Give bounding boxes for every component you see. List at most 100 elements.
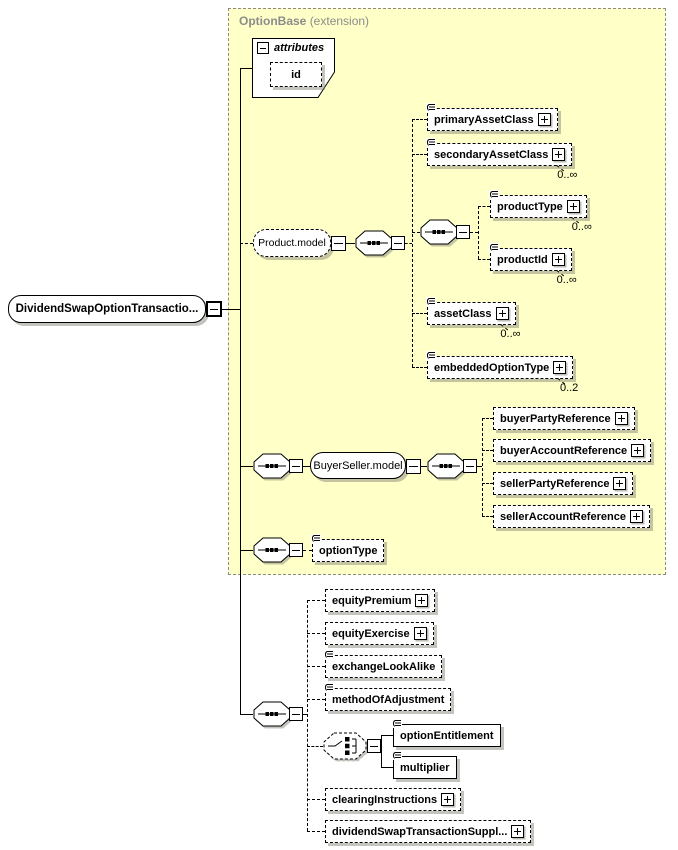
expand-icon[interactable] bbox=[537, 113, 551, 126]
collapse-icon[interactable] bbox=[289, 543, 303, 557]
sequence-icon[interactable] bbox=[427, 453, 465, 479]
element-label: embeddedOptionType bbox=[434, 361, 550, 374]
element-embeddedOptionType[interactable]: embeddedOptionType 0..2 bbox=[426, 351, 578, 394]
element-optionEntitlement[interactable]: optionEntitlement bbox=[392, 719, 501, 747]
element-ref-icon bbox=[426, 103, 436, 112]
collapse-icon[interactable] bbox=[289, 459, 303, 473]
collapse-icon[interactable] bbox=[257, 42, 269, 54]
expand-icon[interactable] bbox=[495, 307, 509, 320]
expand-icon[interactable] bbox=[511, 825, 525, 838]
choice-icon[interactable] bbox=[323, 732, 367, 760]
expand-icon[interactable] bbox=[614, 412, 628, 425]
connector-line bbox=[470, 232, 478, 233]
element-assetClass[interactable]: assetClass 0..∞ bbox=[426, 297, 521, 340]
collapse-icon[interactable] bbox=[456, 225, 470, 239]
expand-icon[interactable] bbox=[613, 477, 627, 490]
element-buyerAccountReference[interactable]: buyerAccountReference bbox=[493, 439, 652, 462]
element-label: DividendSwapOptionTransactio... bbox=[15, 303, 199, 315]
connector-line bbox=[482, 450, 493, 451]
element-multiplier[interactable]: multiplier bbox=[392, 751, 457, 779]
collapse-icon[interactable] bbox=[406, 459, 421, 474]
element-label: methodOfAdjustment bbox=[332, 693, 445, 706]
connector-line bbox=[482, 516, 493, 517]
collapse-icon[interactable] bbox=[206, 301, 222, 317]
group-label: BuyerSeller.model bbox=[313, 459, 403, 472]
sequence-icon[interactable] bbox=[253, 453, 291, 479]
element-label: clearingInstructions bbox=[332, 793, 438, 806]
connector-line bbox=[381, 735, 393, 736]
element-sellerAccountReference[interactable]: sellerAccountReference bbox=[493, 505, 650, 528]
attribute-id[interactable]: id bbox=[270, 62, 322, 87]
collapse-icon[interactable] bbox=[367, 739, 381, 753]
element-equityPremium[interactable]: equityPremium bbox=[325, 589, 436, 612]
element-ref-icon bbox=[311, 534, 321, 543]
element-ref-icon bbox=[426, 138, 436, 147]
element-label: buyerPartyReference bbox=[500, 412, 611, 425]
element-ref-icon bbox=[489, 190, 499, 199]
element-exchangeLookAlike[interactable]: exchangeLookAlike bbox=[324, 650, 443, 678]
collapse-icon[interactable] bbox=[391, 236, 405, 250]
expand-icon[interactable] bbox=[413, 627, 427, 640]
sequence-icon[interactable] bbox=[420, 219, 458, 245]
element-buyerPartyReference[interactable]: buyerPartyReference bbox=[493, 407, 635, 430]
element-root[interactable]: DividendSwapOptionTransactio... bbox=[8, 295, 206, 323]
element-label: buyerAccountReference bbox=[500, 444, 628, 457]
collapse-icon[interactable] bbox=[331, 236, 346, 251]
element-secondaryAssetClass[interactable]: secondaryAssetClass 0..∞ bbox=[426, 138, 577, 181]
connector-line bbox=[381, 735, 382, 767]
occurrence-label: 0..∞ bbox=[556, 274, 577, 286]
element-sellerPartyReference[interactable]: sellerPartyReference bbox=[493, 472, 634, 495]
connector-line bbox=[412, 313, 427, 314]
expand-icon[interactable] bbox=[551, 253, 565, 266]
connector-line bbox=[240, 550, 253, 551]
sequence-icon[interactable] bbox=[253, 701, 291, 727]
element-label: productId bbox=[497, 253, 548, 266]
element-dividendSwapTransactionSupplement[interactable]: dividendSwapTransactionSuppl... bbox=[325, 820, 532, 843]
element-label: sellerAccountReference bbox=[500, 510, 626, 523]
expand-icon[interactable] bbox=[441, 793, 455, 806]
expand-icon[interactable] bbox=[631, 444, 645, 457]
element-ref-icon bbox=[426, 351, 436, 360]
element-label: assetClass bbox=[434, 307, 492, 320]
group-buyerseller-model[interactable]: BuyerSeller.model bbox=[310, 452, 406, 479]
connector-line bbox=[482, 483, 493, 484]
occurrence-label: 0..∞ bbox=[500, 328, 521, 340]
element-optionType[interactable]: optionType bbox=[311, 534, 385, 562]
connector-line bbox=[346, 243, 355, 244]
element-equityExercise[interactable]: equityExercise bbox=[325, 622, 434, 645]
expand-icon[interactable] bbox=[553, 361, 567, 374]
element-clearingInstructions[interactable]: clearingInstructions bbox=[325, 788, 462, 811]
element-primaryAssetClass[interactable]: primaryAssetClass bbox=[426, 103, 558, 131]
attributes-label: attributes bbox=[274, 42, 325, 54]
connector-line bbox=[303, 714, 307, 715]
element-label: optionEntitlement bbox=[400, 729, 494, 742]
expand-icon[interactable] bbox=[629, 510, 643, 523]
element-ref-icon bbox=[324, 683, 334, 692]
connector-line bbox=[477, 466, 482, 467]
element-productId[interactable]: productId 0..∞ bbox=[489, 243, 577, 286]
sequence-icon[interactable] bbox=[253, 537, 291, 563]
connector-line bbox=[303, 466, 310, 467]
element-ref-icon bbox=[426, 297, 436, 306]
connector-line bbox=[303, 550, 312, 551]
container-label: OptionBase (extension) bbox=[239, 14, 369, 28]
element-ref-icon bbox=[324, 650, 334, 659]
collapse-icon[interactable] bbox=[463, 459, 477, 473]
element-productType[interactable]: productType 0..∞ bbox=[489, 190, 592, 233]
element-methodOfAdjustment[interactable]: methodOfAdjustment bbox=[324, 683, 452, 711]
occurrence-label: 0..∞ bbox=[571, 221, 592, 233]
collapse-icon[interactable] bbox=[289, 707, 303, 721]
connector-line bbox=[478, 206, 479, 259]
connector-line bbox=[307, 799, 325, 800]
connector-line bbox=[307, 600, 308, 831]
attribute-id-label: id bbox=[291, 68, 301, 81]
connector-line bbox=[240, 68, 252, 69]
expand-icon[interactable] bbox=[566, 200, 580, 213]
group-product-model[interactable]: Product.model bbox=[253, 229, 331, 257]
connector-line bbox=[222, 309, 240, 310]
connector-line bbox=[307, 699, 325, 700]
expand-icon[interactable] bbox=[552, 148, 566, 161]
connector-line bbox=[478, 259, 490, 260]
expand-icon[interactable] bbox=[415, 594, 429, 607]
sequence-icon[interactable] bbox=[355, 230, 393, 256]
